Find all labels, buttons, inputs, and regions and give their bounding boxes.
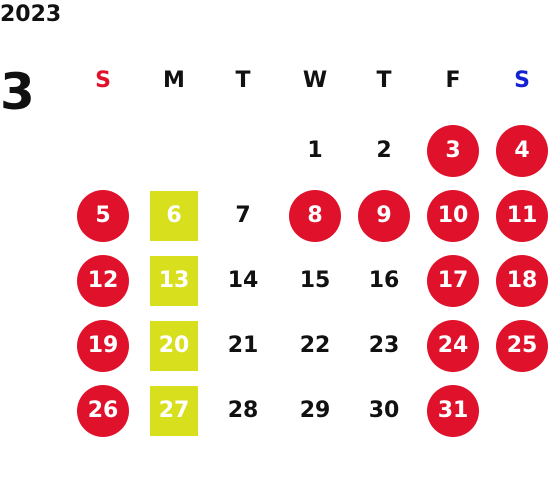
day-cell[interactable]: 22 bbox=[299, 333, 331, 358]
day-cell[interactable]: 16 bbox=[368, 268, 400, 293]
day-cell[interactable]: 20 bbox=[150, 321, 198, 371]
day-cell[interactable]: 26 bbox=[77, 385, 129, 437]
day-cell[interactable]: 25 bbox=[496, 320, 548, 372]
day-cell[interactable]: 28 bbox=[227, 398, 259, 423]
day-cell[interactable]: 14 bbox=[227, 268, 259, 293]
day-cell[interactable]: 21 bbox=[227, 333, 259, 358]
weekday-label: W bbox=[302, 68, 328, 93]
day-cell[interactable]: 3 bbox=[427, 125, 479, 177]
day-cell[interactable]: 2 bbox=[376, 138, 392, 163]
day-cell[interactable]: 9 bbox=[358, 190, 410, 242]
day-cell[interactable]: 30 bbox=[368, 398, 400, 423]
day-cell[interactable]: 29 bbox=[299, 398, 331, 423]
day-cell[interactable]: 17 bbox=[427, 255, 479, 307]
year-label: 2023 bbox=[0, 2, 62, 27]
day-cell[interactable]: 19 bbox=[77, 320, 129, 372]
day-cell[interactable]: 15 bbox=[299, 268, 331, 293]
day-cell[interactable]: 24 bbox=[427, 320, 479, 372]
day-cell[interactable]: 5 bbox=[77, 190, 129, 242]
weekday-label: M bbox=[163, 68, 185, 93]
day-cell[interactable]: 11 bbox=[496, 190, 548, 242]
day-cell[interactable]: 6 bbox=[150, 191, 198, 241]
weekday-label: T bbox=[376, 68, 392, 93]
weekday-label: S bbox=[95, 68, 111, 93]
weekday-label: F bbox=[445, 68, 461, 93]
day-cell[interactable]: 10 bbox=[427, 190, 479, 242]
day-cell[interactable]: 4 bbox=[496, 125, 548, 177]
month-label: 3 bbox=[0, 63, 35, 121]
day-cell[interactable]: 18 bbox=[496, 255, 548, 307]
weekday-label: S bbox=[514, 68, 530, 93]
day-cell[interactable]: 7 bbox=[235, 203, 251, 228]
day-cell[interactable]: 23 bbox=[368, 333, 400, 358]
day-cell[interactable]: 1 bbox=[307, 138, 323, 163]
day-cell[interactable]: 31 bbox=[427, 385, 479, 437]
day-cell[interactable]: 27 bbox=[150, 386, 198, 436]
weekday-label: T bbox=[235, 68, 251, 93]
day-cell[interactable]: 13 bbox=[150, 256, 198, 306]
day-cell[interactable]: 8 bbox=[289, 190, 341, 242]
day-cell[interactable]: 12 bbox=[77, 255, 129, 307]
